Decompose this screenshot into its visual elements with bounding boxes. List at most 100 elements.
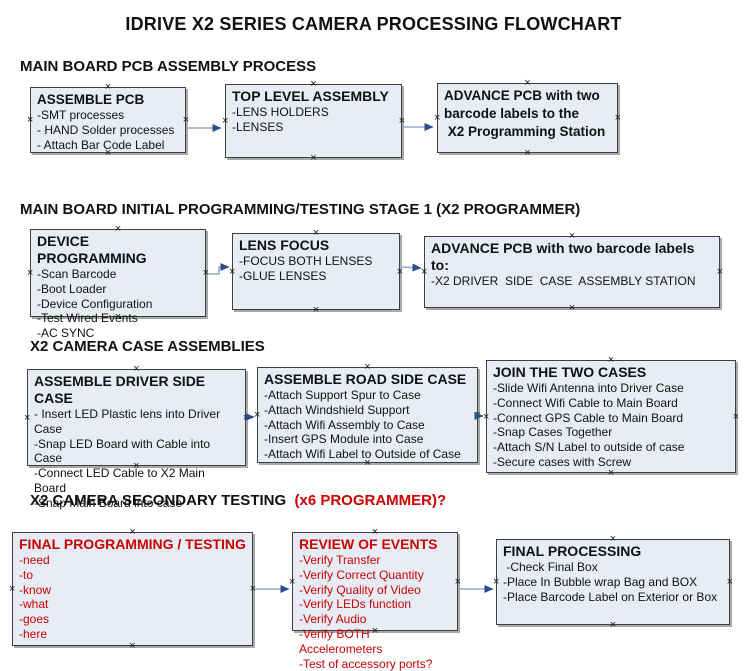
box-line: -Connect LED Cable to X2 Main Board	[34, 466, 209, 495]
connection-handle-icon: ×	[114, 223, 122, 235]
connection-handle-icon: ×	[222, 115, 229, 127]
section-heading-secondary-testing: X2 CAMERA SECONDARY TESTING (x6 PROGRAMM…	[30, 492, 446, 509]
box-line: -Attach S/N Label to outside of case	[493, 440, 685, 455]
box-title: ASSEMBLE PCB	[37, 92, 145, 107]
connection-handle-icon: ×	[133, 363, 140, 375]
connection-handle-icon: ×	[732, 410, 739, 423]
box-line: -Scan Barcode	[37, 267, 117, 281]
box-line: -Test of accessory ports?	[299, 656, 433, 671]
connection-handle-icon: ×	[396, 265, 403, 278]
connection-handle-icon: ×	[568, 302, 576, 314]
connection-handle-icon: ×	[434, 112, 441, 124]
box-line: -FOCUS BOTH LENSES	[239, 254, 373, 268]
box-line: -Place In Bubble wrap Bag and BOX	[503, 574, 698, 589]
box-line: -goes	[19, 612, 50, 627]
box-line: -Place Barcode Label on Exterior or Box	[503, 589, 718, 604]
connection-handle-icon: ×	[607, 467, 615, 479]
box-line: -SMT processes	[37, 108, 125, 122]
box-line: -to	[19, 567, 34, 582]
box-line: -Snap Cases Together	[493, 425, 613, 440]
box-line: -Snap Main Board into case	[34, 495, 183, 510]
connection-handle-icon: ×	[312, 227, 320, 239]
connection-handle-icon: ×	[129, 526, 136, 538]
box-line: -Attach Windshield Support	[264, 402, 410, 417]
box-line: -Connect GPS Cable to Main Board	[493, 410, 684, 425]
flow-box-advance-pcb-programming-station: ADVANCE PCB with two barcode labels to t…	[434, 78, 621, 159]
box-title: JOIN THE TWO CASES	[493, 364, 647, 380]
box-line: -Check Final Box	[503, 560, 598, 574]
connection-handle-icon: ×	[483, 410, 490, 423]
arrow-row2-a	[208, 263, 230, 275]
connection-handle-icon: ×	[524, 147, 531, 159]
connection-handle-icon: ×	[249, 583, 256, 595]
connection-handle-icon: ×	[524, 77, 531, 89]
box-line: -need	[19, 553, 50, 567]
box-title: FINAL PROCESSING	[503, 543, 642, 559]
box-line: -Test Wired Events	[37, 311, 138, 326]
box-line: -Verify Audio	[299, 612, 367, 627]
box-items: -FOCUS BOTH LENSES-GLUE LENSES	[239, 254, 393, 284]
box-line: -LENS HOLDERS	[232, 105, 329, 119]
box-line: -Verify Quality of Video	[299, 582, 421, 597]
box-line: -Device Configuration	[37, 296, 153, 311]
connection-handle-icon: ×	[27, 267, 34, 279]
flow-box-assemble-road-side-case: ASSEMBLE ROAD SIDE CASE -Attach Support …	[254, 362, 481, 469]
box-line: -Boot Loader	[37, 281, 107, 296]
box-items: -Attach Support Spur to Case-Attach Wind…	[264, 388, 471, 462]
box-line: - Insert LED Plastic lens into Driver Ca…	[34, 407, 224, 436]
connection-handle-icon: ×	[202, 267, 209, 279]
connection-handle-icon: ×	[129, 640, 136, 652]
box-line: -GLUE LENSES	[239, 268, 327, 283]
flow-box-assemble-driver-side-case: ASSEMBLE DRIVER SIDE CASE - Insert LED P…	[24, 364, 249, 510]
box-line: -AC SYNC	[37, 326, 95, 341]
connection-handle-icon: ×	[242, 411, 249, 424]
box-line: -Verify Correct Quantity	[299, 567, 424, 582]
flow-box-review-of-events: REVIEW OF EVENTS -Verify Transfer-Verify…	[289, 527, 461, 671]
page-title: IDRIVE X2 SERIES CAMERA PROCESSING FLOWC…	[125, 14, 622, 34]
box-line: -Connect Wifi Cable to Main Board	[493, 395, 678, 410]
connection-handle-icon: ×	[310, 78, 317, 90]
box-items: -Scan Barcode-Boot Loader-Device Configu…	[37, 267, 199, 341]
connection-handle-icon: ×	[493, 576, 500, 588]
box-items: -LENS HOLDERS-LENSES	[232, 105, 395, 135]
flow-box-lens-focus: LENS FOCUS -FOCUS BOTH LENSES-GLUE LENSE…	[229, 228, 403, 316]
box-title: ASSEMBLE ROAD SIDE CASE	[264, 371, 467, 387]
box-line: -Attach Wifi Assembly to Case	[264, 417, 425, 432]
connection-handle-icon: ×	[716, 266, 723, 278]
box-line: - HAND Solder processes	[37, 122, 175, 137]
section-heading-black-part: X2 CAMERA SECONDARY TESTING	[30, 492, 291, 509]
box-items: -Verify Transfer-Verify Correct Quantity…	[299, 553, 451, 671]
box-title: REVIEW OF EVENTS	[299, 536, 438, 552]
box-title: DEVICE PROGRAMMING	[37, 233, 147, 266]
connection-handle-icon: ×	[607, 354, 615, 366]
box-title: ADVANCE PCB with two barcode labels to:	[431, 240, 699, 273]
connection-handle-icon: ×	[609, 619, 617, 631]
box-title: ASSEMBLE DRIVER SIDE CASE	[34, 373, 210, 406]
box-line: - Attach Bar Code Label	[37, 137, 165, 152]
flow-box-final-programming-testing: FINAL PROGRAMMING / TESTING -need-to-kno…	[9, 527, 256, 652]
box-line: -Verify BOTH Accelerometers	[299, 626, 383, 656]
flow-box-device-programming: DEVICE PROGRAMMING -Scan Barcode-Boot Lo…	[27, 224, 209, 341]
flow-box-advance-pcb-driver-side: ADVANCE PCB with two barcode labels to: …	[421, 231, 723, 314]
box-title: FINAL PROGRAMMING / TESTING	[19, 536, 246, 552]
box-line: -Attach Support Spur to Case	[264, 388, 421, 402]
connection-handle-icon: ×	[609, 533, 617, 545]
box-items: -Check Final Box-Place In Bubble wrap Ba…	[503, 560, 723, 604]
box-items: -need-to-know-what-goes-here	[19, 553, 246, 642]
box-items: - Insert LED Plastic lens into Driver Ca…	[34, 407, 239, 511]
connection-handle-icon: ×	[364, 361, 371, 373]
connection-handle-icon: ×	[421, 266, 428, 278]
connection-handle-icon: ×	[310, 152, 317, 164]
connection-handle-icon: ×	[474, 409, 481, 421]
section-heading-red-part: (x6 PROGRAMMER)?	[290, 492, 447, 509]
connection-handle-icon: ×	[371, 526, 379, 538]
box-title: LENS FOCUS	[239, 237, 330, 253]
connection-handle-icon: ×	[182, 114, 189, 126]
box-line: -LENSES	[232, 119, 284, 134]
connection-handle-icon: ×	[254, 409, 261, 421]
box-title: TOP LEVEL ASSEMBLY	[232, 88, 389, 104]
connection-handle-icon: ×	[454, 575, 461, 588]
box-title: ADVANCE PCB with two barcode labels to t…	[444, 88, 606, 139]
connection-handle-icon: ×	[726, 576, 733, 588]
arrow-row2-b	[401, 263, 422, 272]
